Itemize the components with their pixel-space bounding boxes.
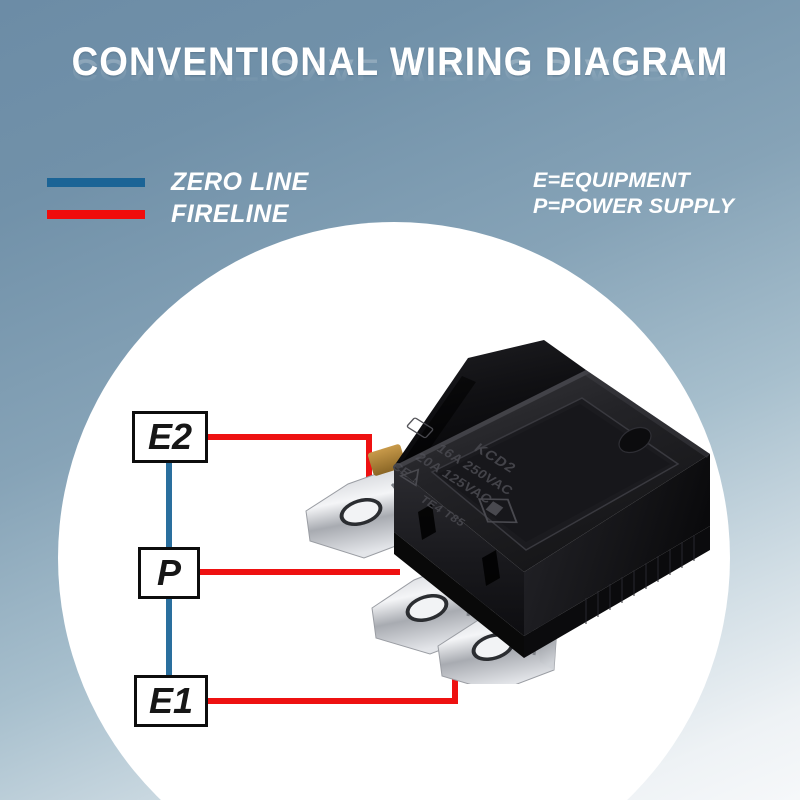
abbreviation-key: E=EQUIPMENT P=POWER SUPPLY xyxy=(533,167,734,219)
legend-swatch-zero-line xyxy=(47,177,145,187)
terminal-label-e1[interactable]: E1 xyxy=(134,675,208,727)
key-line-power-supply: P=POWER SUPPLY xyxy=(533,194,735,218)
terminal-label-e2-text: E2 xyxy=(147,416,193,457)
switch-body-side xyxy=(524,454,710,636)
key-line-equipment: E=EQUIPMENT xyxy=(533,168,690,192)
legend-label-zero-line: ZERO LINE xyxy=(171,167,309,196)
legend: ZERO LINE FIRELINE xyxy=(47,166,309,230)
legend-item-fireline: FIRELINE xyxy=(47,198,309,230)
rocker-switch: KCD2 16A 250VAC 20A 125VAC CE TE4 T85 ! xyxy=(286,336,716,693)
terminal-label-e1-text: E1 xyxy=(148,680,194,721)
terminal-label-p[interactable]: P xyxy=(138,547,200,599)
terminal-label-e2[interactable]: E2 xyxy=(132,411,208,463)
switch-top-dimple xyxy=(618,426,652,454)
legend-label-fireline: FIRELINE xyxy=(171,199,289,228)
svg-text:!: ! xyxy=(411,475,420,484)
terminal-label-p-text: P xyxy=(156,552,181,593)
legend-swatch-fireline xyxy=(47,209,145,219)
legend-item-zero-line: ZERO LINE xyxy=(47,166,309,198)
